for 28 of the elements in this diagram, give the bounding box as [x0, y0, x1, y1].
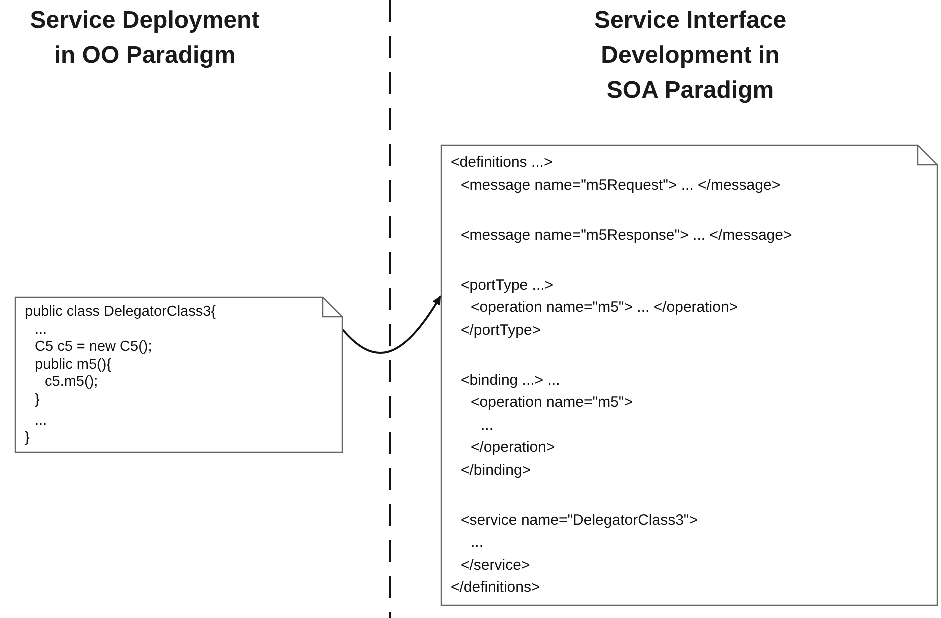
- code-line: <binding ...> ...: [461, 372, 560, 388]
- code-line: </portType>: [461, 322, 542, 338]
- code-line: ...: [481, 416, 494, 434]
- code-line: ...: [35, 322, 48, 338]
- code-line: <operation name="m5"> ... </operation>: [471, 299, 738, 316]
- code-line: C5 c5 = new C5();: [35, 339, 152, 356]
- code-line: }: [25, 430, 30, 446]
- code-line: </operation>: [471, 439, 556, 456]
- code-line: </binding>: [461, 462, 532, 478]
- code-note: [441, 145, 938, 606]
- code-line: public m5(){: [35, 356, 112, 373]
- code-line: <operation name="m5">: [471, 394, 634, 411]
- code-line: c5.m5();: [45, 374, 98, 390]
- code-note: [15, 297, 343, 453]
- code-line: }: [35, 392, 40, 408]
- column-heading: Service Deployment in OO Paradigm: [29, 6, 261, 71]
- code-line: <message name="m5Response"> ... </message>: [461, 226, 792, 244]
- code-line: public class DelegatorClass3{: [25, 304, 216, 320]
- curved-arrow: [342, 295, 442, 354]
- column-heading: Service Interface Development in SOA Paradigm: [593, 6, 788, 106]
- code-line: ...: [471, 534, 484, 551]
- code-line: <portType ...>: [461, 276, 554, 294]
- code-line: ...: [35, 412, 48, 429]
- code-line: <definitions ...>: [451, 154, 553, 171]
- code-line: </service>: [461, 556, 530, 574]
- code-line: <message name="m5Request"> ... </message>: [461, 176, 781, 194]
- code-line: <service name="DelegatorClass3">: [461, 512, 698, 528]
- code-line: </definitions>: [451, 579, 540, 596]
